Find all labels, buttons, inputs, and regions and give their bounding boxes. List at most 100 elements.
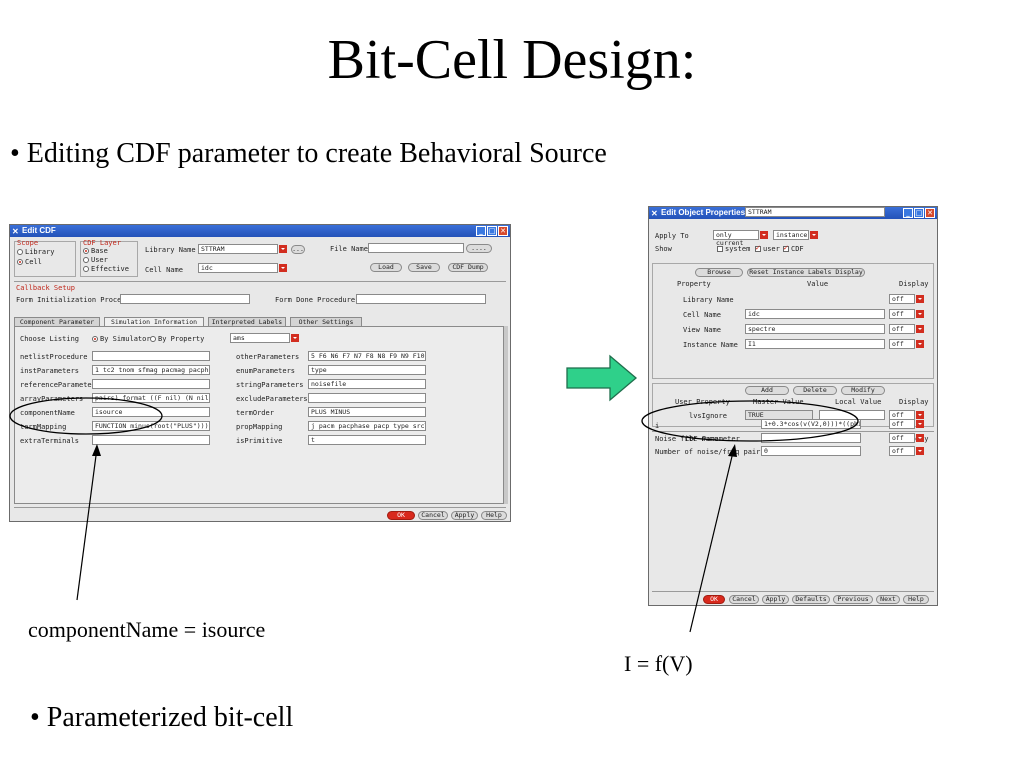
cdf-right-field[interactable]: j pacm pacphase pacp type srcType xyxy=(308,421,426,431)
maximize-icon[interactable]: □ xyxy=(487,226,497,236)
cdf-left-field[interactable] xyxy=(92,351,210,361)
prop-display-select[interactable]: off xyxy=(889,309,924,319)
scope-cell-radio[interactable]: Cell xyxy=(17,258,42,266)
show-cdf-checkbox[interactable]: CDF xyxy=(783,244,804,253)
property-header: Property xyxy=(677,280,711,288)
maximize-icon[interactable]: □ xyxy=(914,208,924,218)
cell-name-label: Cell Name xyxy=(145,266,183,274)
cdf-right-field[interactable]: t xyxy=(308,435,426,445)
help-button[interactable]: Help xyxy=(481,511,507,520)
layer-effective-radio[interactable]: Effective xyxy=(83,265,129,273)
cdf-right-field[interactable]: 5 F6 N6 F7 N7 F8 N8 F9 N9 F10 N10 xyxy=(308,351,426,361)
chevron-down-icon xyxy=(279,264,287,272)
cdf-right-field[interactable]: noisefile xyxy=(308,379,426,389)
browse-button[interactable]: Browse xyxy=(695,268,743,277)
tab-simulation-information[interactable]: Simulation Information xyxy=(104,317,204,326)
apply-to-select[interactable]: only current xyxy=(713,230,768,247)
close-icon[interactable]: ✕ xyxy=(498,226,508,236)
prop-display-value: off xyxy=(892,295,904,303)
help-button[interactable]: Help xyxy=(903,595,929,604)
cdf-right-field[interactable]: PLUS MINUS xyxy=(308,407,426,417)
cancel-button[interactable]: Cancel xyxy=(418,511,448,520)
layer-user-radio[interactable]: User xyxy=(83,256,108,264)
cdf-left-field[interactable] xyxy=(92,379,210,389)
prop-display-select[interactable]: off xyxy=(889,324,924,334)
simulator-select[interactable]: ams xyxy=(230,333,299,343)
by-property-radio[interactable]: By Property xyxy=(150,335,204,343)
minimize-icon[interactable]: _ xyxy=(476,226,486,236)
apply-button[interactable]: Apply xyxy=(451,511,478,520)
cdf-left-field[interactable]: 1 tc2 tnom sfmag pacmag pacphase xyxy=(92,365,210,375)
cdf-right-field[interactable] xyxy=(308,393,426,403)
close-icon[interactable]: ✕ xyxy=(925,208,935,218)
apply-button[interactable]: Apply xyxy=(762,595,789,604)
layer-label: CDF Layer xyxy=(83,239,121,247)
library-browse-button[interactable]: ... xyxy=(291,245,305,254)
tab-other-settings[interactable]: Other Settings xyxy=(290,317,362,326)
cell-name-select[interactable]: idc xyxy=(198,263,287,273)
prop-value-field[interactable]: STTRAM xyxy=(745,207,885,217)
prop-value-field[interactable]: idc xyxy=(745,309,885,319)
add-button[interactable]: Add xyxy=(745,386,789,395)
cancel-button[interactable]: Cancel xyxy=(729,595,759,604)
tab-interpreted-labels[interactable]: Interpreted Labels xyxy=(208,317,286,326)
show-system-checkbox[interactable]: system xyxy=(717,245,750,253)
divider xyxy=(652,431,934,432)
layer-group xyxy=(80,241,138,277)
cdf-left-field[interactable] xyxy=(92,435,210,445)
prop-value-field[interactable]: I1 xyxy=(745,339,885,349)
cdf-dump-button[interactable]: CDF Dump xyxy=(448,263,488,272)
file-name-field[interactable] xyxy=(368,243,464,253)
cdf-left-field[interactable]: FUNCTION minus(root("PLUS"))) xyxy=(92,421,210,431)
minimize-icon[interactable]: _ xyxy=(903,208,913,218)
form-done-field[interactable] xyxy=(356,294,486,304)
noise-pairs-field[interactable]: 0 xyxy=(761,446,861,456)
next-button[interactable]: Next xyxy=(876,595,900,604)
delete-button[interactable]: Delete xyxy=(793,386,837,395)
chevron-down-icon xyxy=(916,447,924,455)
cdf-scrollbar[interactable] xyxy=(504,326,508,504)
prop-display-select[interactable]: off xyxy=(889,339,924,349)
component-name-field[interactable]: isource xyxy=(92,407,210,417)
reset-labels-button[interactable]: Reset Instance Labels Display xyxy=(747,268,865,277)
by-property-label: By Property xyxy=(158,335,205,343)
edit-cdf-titlebar[interactable]: ✕ Edit CDF _ □ ✕ xyxy=(10,225,510,237)
prop-display-select[interactable]: off xyxy=(889,294,924,304)
previous-button[interactable]: Previous xyxy=(833,595,873,604)
cdf-param-display-select[interactable]: off xyxy=(889,446,924,456)
callback-setup-label: Callback Setup xyxy=(16,284,76,292)
ok-button[interactable]: OK xyxy=(387,511,415,520)
eop-title: Edit Object Properties xyxy=(661,208,746,217)
prop-value-field[interactable]: spectre xyxy=(745,324,885,334)
layer-base-label: Base xyxy=(91,247,108,255)
noise-file-field[interactable] xyxy=(761,433,861,443)
cdf-right-label: excludeParameters xyxy=(236,395,308,403)
file-browse-button[interactable]: .... xyxy=(466,244,492,253)
show-user-checkbox[interactable]: user xyxy=(755,244,780,253)
cdf-right-field[interactable]: type xyxy=(308,365,426,375)
bullet-parameterized-bit-cell: • Parameterized bit-cell xyxy=(30,702,294,733)
defaults-button[interactable]: Defaults xyxy=(792,595,830,604)
load-button[interactable]: Load xyxy=(370,263,402,272)
modify-button[interactable]: Modify xyxy=(841,386,885,395)
radio-selected-icon xyxy=(83,248,89,254)
show-label: Show xyxy=(655,245,672,253)
cdf-left-field[interactable]: pairs) format ((F nil) (N nil))) xyxy=(92,393,210,403)
ok-button[interactable]: OK xyxy=(703,595,725,604)
layer-base-radio[interactable]: Base xyxy=(83,247,108,255)
by-simulator-radio[interactable]: By Simulator xyxy=(92,335,151,343)
choose-listing-label: Choose Listing xyxy=(20,335,80,343)
tab-component-parameter[interactable]: Component Parameter xyxy=(14,317,100,326)
form-init-field[interactable] xyxy=(120,294,250,304)
cdf-param-display-select[interactable]: off xyxy=(889,419,924,429)
save-button[interactable]: Save xyxy=(408,263,440,272)
cdf-right-label: isPrimitive xyxy=(236,437,283,445)
current-expression-field[interactable]: 1+0.3*cos(v(V2,0)))*((phi-OL xyxy=(761,419,861,429)
apply-to-scope-select[interactable]: instance xyxy=(773,230,818,240)
prop-label: Library Name xyxy=(683,296,734,304)
form-done-label: Form Done Procedure xyxy=(275,296,356,304)
cdf-param-display-select[interactable]: off xyxy=(889,433,924,443)
simulator-value: ams xyxy=(233,334,245,342)
library-name-select[interactable]: STTRAM xyxy=(198,244,287,254)
scope-library-radio[interactable]: Library xyxy=(17,248,55,256)
